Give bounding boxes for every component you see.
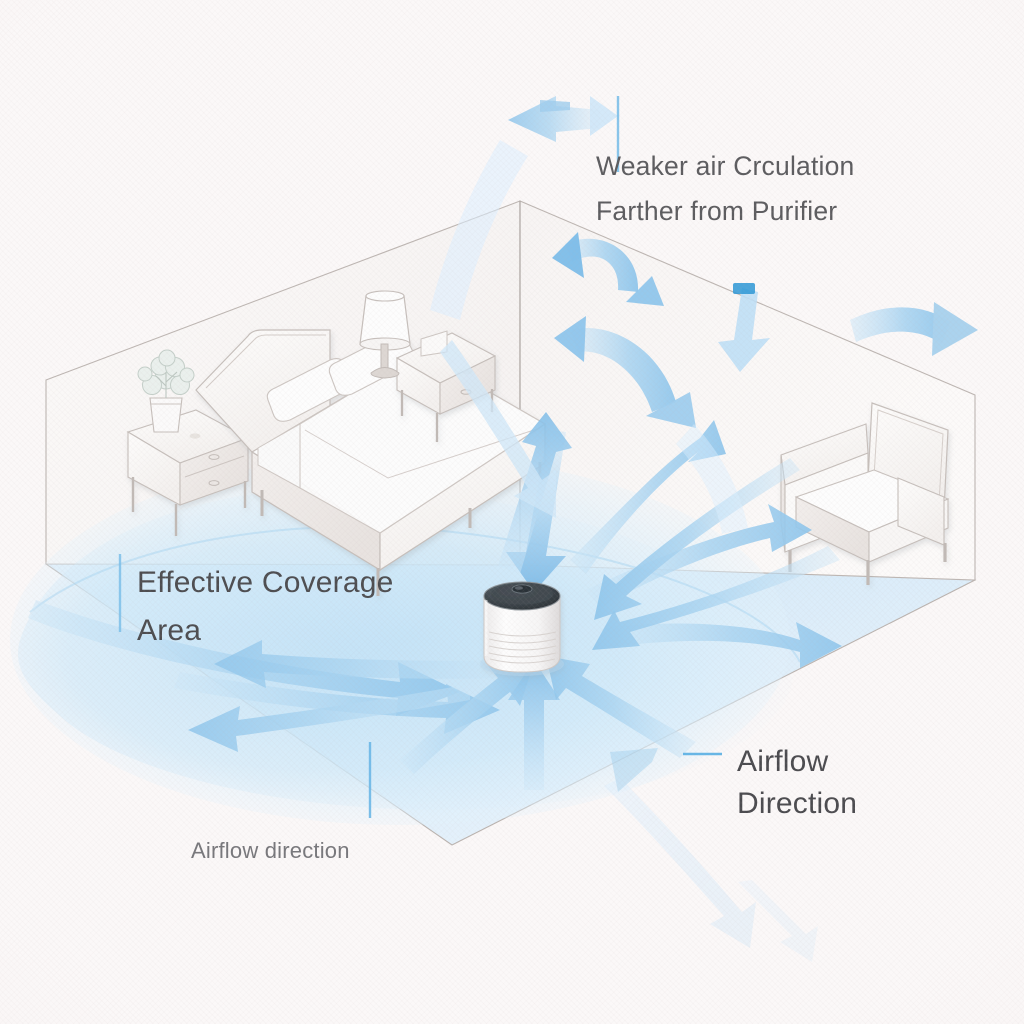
air-purifier[interactable] (480, 581, 564, 676)
arrow-inward-right-lower (592, 546, 840, 650)
label-airflow-direction-minor: Airflow direction (191, 838, 350, 863)
airflow-arrows (28, 96, 978, 962)
arrow-outward-upright-1 (570, 420, 726, 574)
arrow-top-small-right (590, 96, 618, 136)
arrow-inward-right-upper (594, 458, 800, 620)
arrow-exit-bottom-right-2 (738, 880, 818, 962)
arrow-backwall-loop-1 (552, 232, 664, 306)
arrow-coverage-left-1 (188, 684, 470, 752)
arrow-coverage-right-2 (174, 672, 500, 734)
label-effective-coverage-area: Effective Coverage Area (137, 566, 394, 647)
arrow-top-left-outward (508, 96, 600, 142)
arrow-outward-upright-2 (586, 504, 812, 608)
arrow-inward-bottom-left (400, 662, 534, 774)
arrow-faint-band-right (676, 424, 748, 534)
arrow-outward-right (600, 622, 842, 668)
arrow-backwall-down-small (718, 283, 770, 372)
label-weaker-circulation: Weaker air Crculation Farther from Purif… (596, 151, 855, 226)
label-airflow-direction-major: Airflow Direction (737, 745, 858, 820)
arrow-inward-bottom-center (508, 660, 560, 790)
arrow-exit-bottom-right (604, 748, 756, 948)
arrow-topright-curve (850, 302, 978, 356)
arrow-inward-upper-left (440, 340, 556, 518)
arrow-top-sweep-faint (430, 140, 528, 320)
arrow-inward-bottom-right (546, 656, 696, 758)
purifier-vents (488, 631, 557, 664)
leader-lines (118, 96, 722, 818)
arrow-coverage-left-2 (214, 640, 514, 688)
arrow-backwall-loop-2 (554, 316, 696, 428)
table-lamp (359, 290, 411, 379)
potted-plant (137, 349, 195, 433)
